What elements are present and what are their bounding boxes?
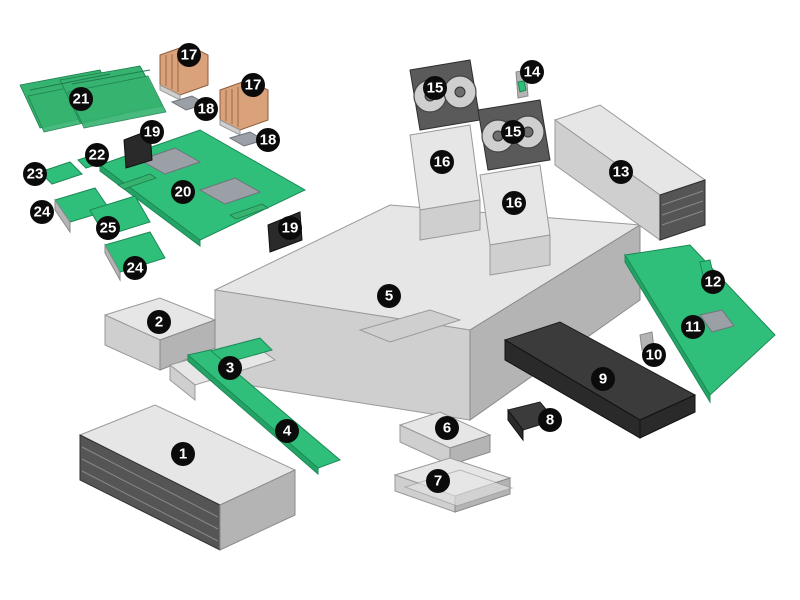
callout-17b: 17 bbox=[241, 73, 265, 97]
svg-text:23: 23 bbox=[27, 166, 44, 183]
svg-text:15: 15 bbox=[427, 80, 444, 97]
fan-modules-rear bbox=[409, 59, 481, 131]
callout-24b: 24 bbox=[123, 256, 147, 280]
callout-19a: 19 bbox=[140, 120, 164, 144]
air-duct-right bbox=[479, 164, 551, 276]
callout-17a: 17 bbox=[177, 43, 201, 67]
svg-text:14: 14 bbox=[524, 64, 541, 81]
callout-20: 20 bbox=[171, 180, 195, 204]
callout-24a: 24 bbox=[30, 200, 54, 224]
svg-text:3: 3 bbox=[226, 360, 234, 377]
callout-15a: 15 bbox=[423, 76, 447, 100]
svg-text:17: 17 bbox=[245, 77, 262, 94]
svg-text:10: 10 bbox=[646, 347, 663, 364]
callout-18b: 18 bbox=[256, 128, 280, 152]
svg-text:16: 16 bbox=[434, 154, 451, 171]
svg-text:22: 22 bbox=[89, 147, 106, 164]
svg-text:2: 2 bbox=[155, 314, 163, 331]
svg-text:8: 8 bbox=[546, 412, 554, 429]
svg-text:13: 13 bbox=[613, 164, 630, 181]
front-backplane bbox=[186, 349, 341, 476]
svg-text:19: 19 bbox=[144, 124, 161, 141]
dimm-modules bbox=[19, 65, 167, 133]
front-drive-bay bbox=[78, 404, 297, 551]
callout-13: 13 bbox=[609, 160, 633, 184]
callout-16a: 16 bbox=[430, 150, 454, 174]
svg-text:7: 7 bbox=[434, 473, 442, 490]
svg-text:19: 19 bbox=[282, 220, 299, 237]
svg-text:6: 6 bbox=[443, 420, 451, 437]
callout-14: 14 bbox=[520, 60, 544, 84]
callout-25: 25 bbox=[96, 216, 120, 240]
callout-16b: 16 bbox=[502, 191, 526, 215]
callout-12: 12 bbox=[701, 270, 725, 294]
backplane-small-parts bbox=[639, 259, 715, 351]
power-supplies bbox=[393, 457, 514, 513]
svg-text:18: 18 bbox=[198, 101, 215, 118]
callout-18a: 18 bbox=[194, 97, 218, 121]
callout-10: 10 bbox=[642, 343, 666, 367]
air-duct-left bbox=[409, 124, 481, 241]
svg-text:20: 20 bbox=[175, 184, 192, 201]
callout-6: 6 bbox=[435, 416, 459, 440]
callout-23: 23 bbox=[23, 162, 47, 186]
callout-4: 4 bbox=[275, 419, 299, 443]
callout-2: 2 bbox=[147, 310, 171, 334]
callout-22: 22 bbox=[85, 143, 109, 167]
svg-text:17: 17 bbox=[181, 47, 198, 64]
svg-text:25: 25 bbox=[100, 220, 117, 237]
callout-21: 21 bbox=[69, 87, 93, 111]
callout-8: 8 bbox=[538, 408, 562, 432]
callout-1: 1 bbox=[171, 442, 195, 466]
svg-text:15: 15 bbox=[505, 124, 522, 141]
svg-text:18: 18 bbox=[260, 132, 277, 149]
svg-text:16: 16 bbox=[506, 195, 523, 212]
callout-15b: 15 bbox=[501, 120, 525, 144]
svg-text:4: 4 bbox=[283, 423, 292, 440]
callout-5: 5 bbox=[377, 284, 401, 308]
svg-text:5: 5 bbox=[385, 288, 393, 305]
svg-text:9: 9 bbox=[599, 371, 607, 388]
server-chassis bbox=[213, 204, 642, 421]
svg-text:24: 24 bbox=[34, 204, 51, 221]
callout-11: 11 bbox=[681, 315, 705, 339]
svg-text:11: 11 bbox=[685, 319, 701, 336]
svg-text:24: 24 bbox=[127, 260, 144, 277]
svg-text:1: 1 bbox=[179, 446, 187, 463]
svg-text:12: 12 bbox=[705, 274, 722, 291]
callout-19b: 19 bbox=[278, 216, 302, 240]
callout-9: 9 bbox=[591, 367, 615, 391]
svg-text:21: 21 bbox=[73, 91, 90, 108]
callout-3: 3 bbox=[218, 356, 242, 380]
drive-cage-rear bbox=[398, 411, 492, 466]
callout-7: 7 bbox=[426, 469, 450, 493]
